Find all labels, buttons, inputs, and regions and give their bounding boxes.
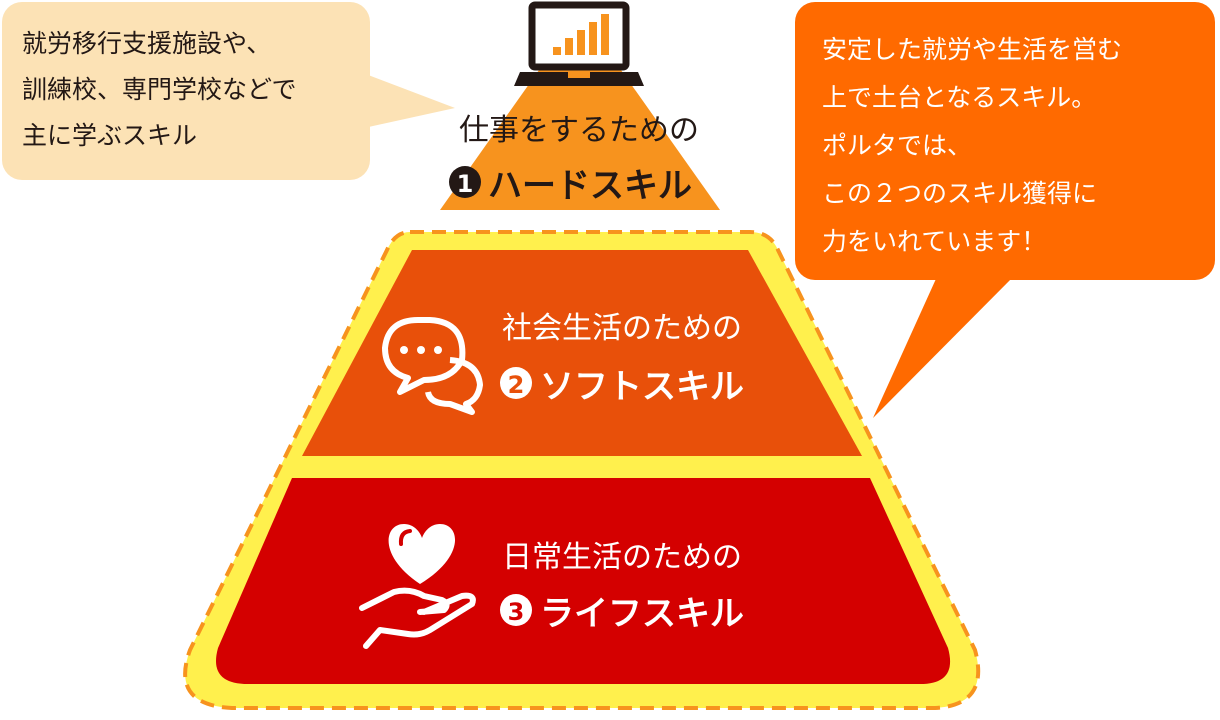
soft-skill-number: 2 <box>508 371 525 399</box>
laptop-chart-icon <box>514 1 644 86</box>
speech-dot <box>417 346 425 354</box>
right-callout-line: 力をいれています！ <box>822 227 1046 256</box>
left-callout-pointer <box>355 70 455 130</box>
hard-skill-shape <box>440 12 720 210</box>
right-callout-box <box>795 2 1215 280</box>
left-callout-line: 訓練校、専門学校などで <box>22 75 297 104</box>
left-callout-line: 主に学ぶスキル <box>22 121 197 150</box>
life-skill-subtitle: 日常生活のための <box>502 540 742 575</box>
left-callout: 就労移行支援施設や、 訓練校、専門学校などで 主に学ぶスキル <box>2 2 455 180</box>
speech-dot <box>400 346 408 354</box>
soft-skill-number-badge: 2 <box>500 367 532 399</box>
right-callout-line: 上で土台となるスキル。 <box>822 83 1096 112</box>
life-skill-title: ライフスキル <box>540 594 744 634</box>
tier-soft-skill: 社会生活のための 2 ソフトスキル <box>302 250 862 456</box>
life-skill-number: 3 <box>508 598 525 626</box>
heart-in-hand-icon <box>359 524 476 649</box>
soft-skill-subtitle: 社会生活のための <box>502 311 742 346</box>
life-skill-shape <box>216 478 951 684</box>
soft-skill-title: ソフトスキル <box>540 367 744 407</box>
right-callout-pointer <box>873 270 1020 418</box>
right-callout: 安定した就労や生活を営む 上で土台となるスキル。 ポルタでは、 この２つのスキル… <box>795 2 1215 418</box>
right-callout-line: この２つのスキル獲得に <box>822 179 1097 208</box>
hard-skill-title: ハードスキル <box>488 166 692 206</box>
hard-skill-number: 1 <box>457 170 474 198</box>
left-callout-box <box>2 2 370 180</box>
hard-skill-subtitle: 仕事をするための <box>459 113 699 148</box>
tier-life-skill: 日常生活のための 3 ライフスキル <box>216 478 951 684</box>
tier-hard-skill: 仕事をするための 1 ハードスキル <box>440 1 720 210</box>
life-skill-number-badge: 3 <box>500 594 532 626</box>
speech-bubbles-icon <box>382 317 483 415</box>
right-callout-line: ポルタでは、 <box>822 131 972 160</box>
left-callout-line: 就労移行支援施設や、 <box>22 29 271 58</box>
hard-skill-number-badge: 1 <box>449 166 481 198</box>
right-callout-line: 安定した就労や生活を営む <box>822 35 1122 64</box>
speech-dot <box>434 346 442 354</box>
